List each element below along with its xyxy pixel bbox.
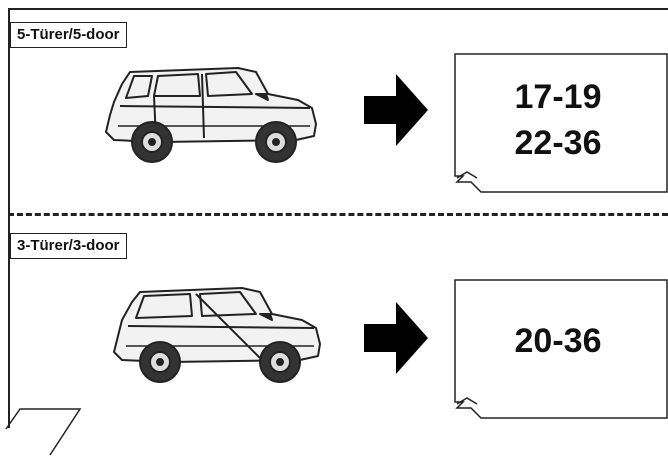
- page-range: 20-36: [514, 322, 602, 360]
- suv-3-door-icon: [113, 287, 321, 383]
- page-corner-mark: [5, 408, 82, 456]
- five-door-label: 5-Türer/5-door: [10, 22, 127, 48]
- three-door-label: 3-Türer/3-door: [10, 233, 127, 259]
- page-reference-box-5-door: 17-19 22-36: [453, 52, 668, 201]
- page-reference-icon: [454, 279, 668, 419]
- page-reference-icon: [454, 53, 668, 193]
- section-divider: [8, 213, 668, 216]
- suv-5-door-icon: [105, 67, 317, 163]
- page-range: 17-19: [514, 78, 602, 116]
- page-list-5-door: 17-19 22-36: [453, 74, 663, 166]
- right-arrow-icon: [364, 74, 428, 146]
- page-reference-box-3-door: 20-36: [453, 278, 668, 427]
- page-list-3-door: 20-36: [453, 318, 663, 364]
- page-range: 22-36: [514, 124, 602, 162]
- diagram-frame: [8, 8, 668, 428]
- right-arrow-icon: [364, 302, 428, 374]
